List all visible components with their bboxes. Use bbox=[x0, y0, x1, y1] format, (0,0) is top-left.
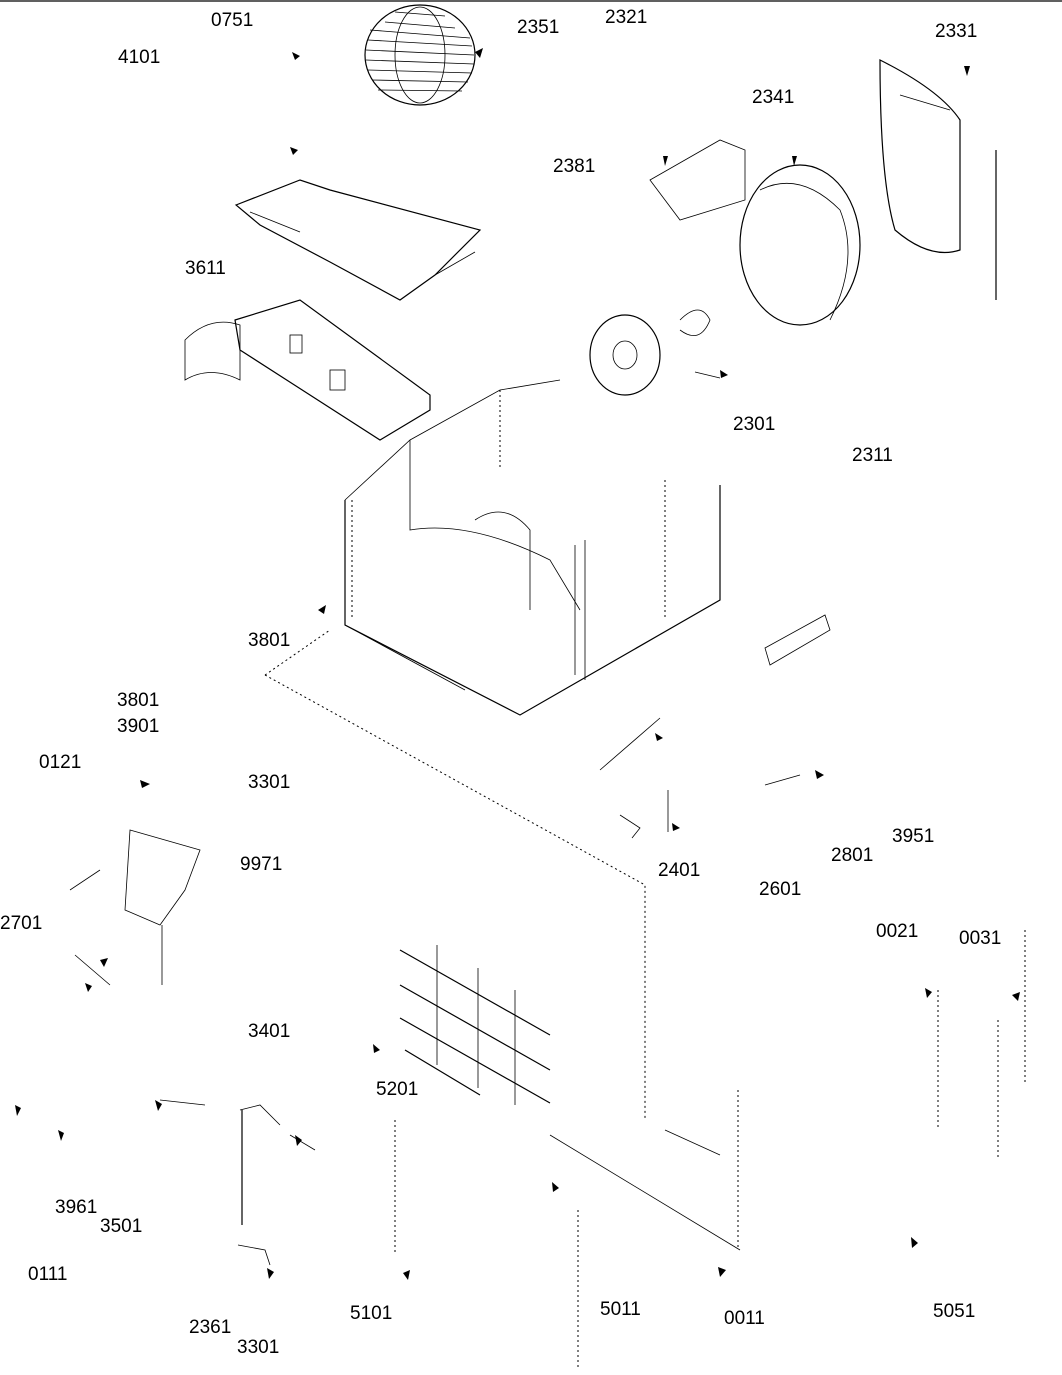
blower-wheel bbox=[364, 4, 476, 106]
callout-2381: 2381 bbox=[553, 156, 596, 177]
side-coils bbox=[394, 930, 1026, 1370]
left-bracket bbox=[69, 829, 201, 986]
small-parts bbox=[619, 774, 801, 839]
callout-0121: 0121 bbox=[39, 752, 82, 773]
callout-2401: 2401 bbox=[658, 860, 701, 881]
callout-9971: 9971 bbox=[240, 854, 283, 875]
callout-5011: 5011 bbox=[600, 1299, 641, 1320]
callout-4101: 4101 bbox=[118, 47, 161, 68]
callout-5051: 5051 bbox=[933, 1301, 976, 1322]
callout-2801: 2801 bbox=[831, 845, 874, 866]
callout-3401: 3401 bbox=[248, 1021, 291, 1042]
callout-3501: 3501 bbox=[100, 1216, 143, 1237]
callout-2361: 2361 bbox=[189, 1317, 232, 1338]
condenser-coil bbox=[399, 945, 551, 1105]
callout-3301-lower: 3301 bbox=[237, 1337, 280, 1358]
callout-2341: 2341 bbox=[752, 87, 795, 108]
fan-motor bbox=[589, 309, 721, 396]
chassis bbox=[344, 379, 831, 716]
callout-3801-upper: 3801 bbox=[248, 630, 291, 651]
callout-2701: 2701 bbox=[0, 913, 43, 934]
callout-2331: 2331 bbox=[935, 21, 978, 42]
callout-2601: 2601 bbox=[759, 879, 802, 900]
callout-3901: 3901 bbox=[117, 716, 160, 737]
callout-0751: 0751 bbox=[211, 10, 254, 31]
top-panel bbox=[234, 179, 482, 301]
base-pan bbox=[264, 629, 661, 1120]
callout-0031: 0031 bbox=[959, 928, 1002, 949]
callout-5201: 5201 bbox=[376, 1079, 419, 1100]
callout-2301: 2301 bbox=[733, 414, 776, 435]
callout-2351: 2351 bbox=[517, 17, 560, 38]
callout-5101: 5101 bbox=[350, 1303, 393, 1324]
callout-3301-upper: 3301 bbox=[248, 772, 291, 793]
callout-3801-lower: 3801 bbox=[117, 690, 160, 711]
leader-arrows bbox=[15, 48, 1020, 1280]
callout-3961: 3961 bbox=[55, 1197, 98, 1218]
callout-3611: 3611 bbox=[185, 258, 226, 279]
callout-0021: 0021 bbox=[876, 921, 919, 942]
support-bracket bbox=[159, 1099, 316, 1266]
control-box bbox=[184, 299, 431, 441]
callout-0111: 0111 bbox=[28, 1264, 68, 1285]
blower-housing bbox=[649, 59, 997, 326]
callout-0011: 0011 bbox=[724, 1308, 765, 1329]
callout-3951: 3951 bbox=[892, 826, 935, 847]
callout-2311: 2311 bbox=[852, 445, 893, 466]
callout-2321: 2321 bbox=[605, 7, 648, 28]
